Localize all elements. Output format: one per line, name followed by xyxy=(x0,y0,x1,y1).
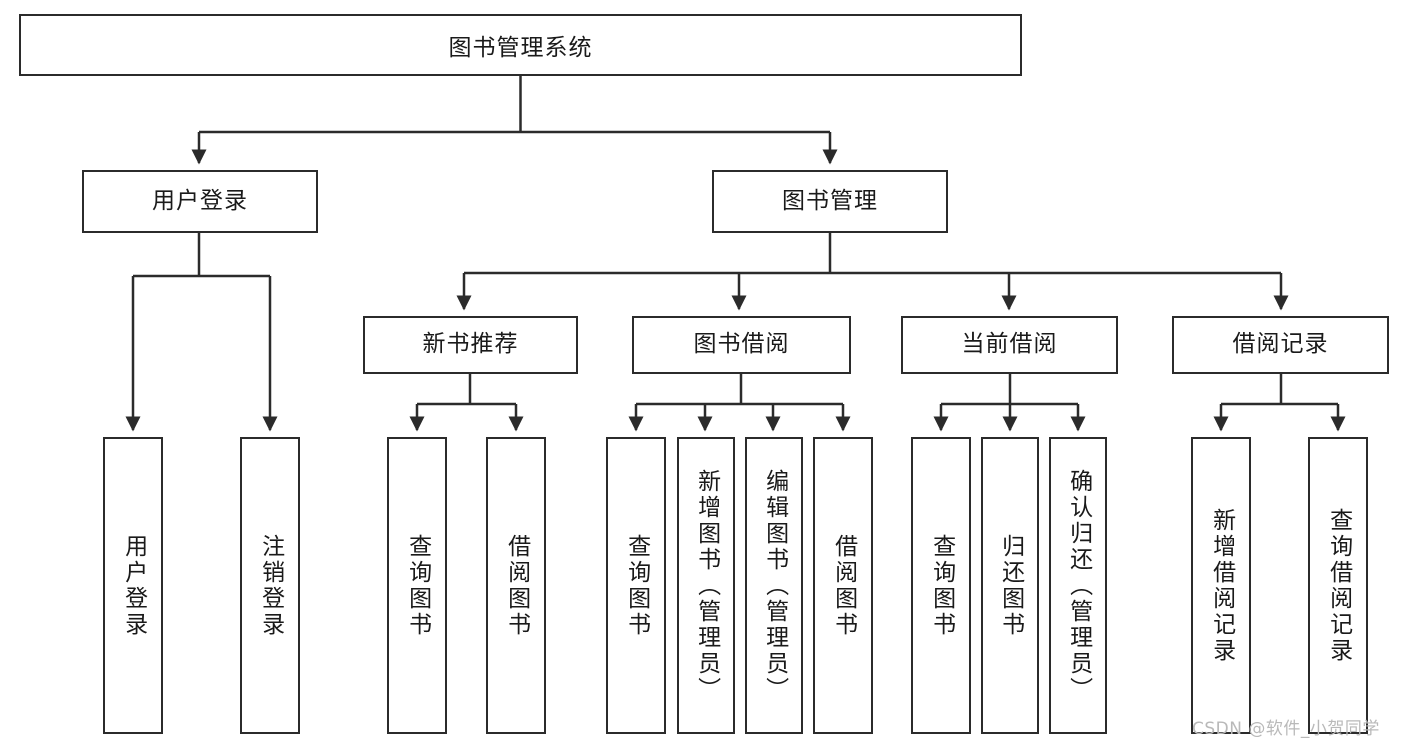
node-book-manage-label: 图书管理 xyxy=(782,187,878,214)
node-new-book-recommend-label: 新书推荐 xyxy=(422,331,519,358)
node-leaf-add-book[interactable]: 新增图书（管理员） xyxy=(677,437,735,734)
node-leaf-query-record-label: 查询借阅记录 xyxy=(1325,507,1352,664)
node-leaf-confirm-return-label: 确认归还（管理员） xyxy=(1065,468,1092,703)
node-current-borrow[interactable]: 当前借阅 xyxy=(901,316,1118,374)
node-user-login[interactable]: 用户登录 xyxy=(82,170,318,233)
node-book-borrow-label: 图书借阅 xyxy=(693,331,790,358)
node-root[interactable]: 图书管理系统 xyxy=(19,14,1022,76)
node-leaf-add-book-label: 新增图书（管理员） xyxy=(693,468,720,703)
node-user-login-label: 用户登录 xyxy=(152,187,248,214)
node-root-label: 图书管理系统 xyxy=(448,35,593,61)
node-leaf-query-book-2[interactable]: 查询图书 xyxy=(606,437,666,734)
node-leaf-confirm-return[interactable]: 确认归还（管理员） xyxy=(1049,437,1107,734)
node-leaf-query-book-1-label: 查询图书 xyxy=(404,533,431,638)
node-leaf-borrow-book-2[interactable]: 借阅图书 xyxy=(813,437,873,734)
node-leaf-edit-book-label: 编辑图书（管理员） xyxy=(761,468,788,703)
node-leaf-borrow-book-1[interactable]: 借阅图书 xyxy=(486,437,546,734)
node-leaf-user-login-label: 用户登录 xyxy=(120,533,147,638)
node-leaf-return-book[interactable]: 归还图书 xyxy=(981,437,1039,734)
node-leaf-add-record[interactable]: 新增借阅记录 xyxy=(1191,437,1251,734)
node-leaf-query-book-2-label: 查询图书 xyxy=(623,533,650,638)
node-leaf-query-record[interactable]: 查询借阅记录 xyxy=(1308,437,1368,734)
node-leaf-add-record-label: 新增借阅记录 xyxy=(1208,507,1235,664)
node-book-manage[interactable]: 图书管理 xyxy=(712,170,948,233)
node-new-book-recommend[interactable]: 新书推荐 xyxy=(363,316,578,374)
node-borrow-record-label: 借阅记录 xyxy=(1232,331,1329,358)
node-leaf-logout-login[interactable]: 注销登录 xyxy=(240,437,300,734)
node-leaf-edit-book[interactable]: 编辑图书（管理员） xyxy=(745,437,803,734)
csdn-watermark: CSDN @软件_小贺同学 xyxy=(1192,719,1380,739)
node-borrow-record[interactable]: 借阅记录 xyxy=(1172,316,1389,374)
node-leaf-query-book-3[interactable]: 查询图书 xyxy=(911,437,971,734)
node-leaf-return-book-label: 归还图书 xyxy=(997,533,1024,638)
node-current-borrow-label: 当前借阅 xyxy=(961,331,1058,358)
node-leaf-user-login[interactable]: 用户登录 xyxy=(103,437,163,734)
node-leaf-query-book-3-label: 查询图书 xyxy=(928,533,955,638)
node-leaf-query-book-1[interactable]: 查询图书 xyxy=(387,437,447,734)
node-leaf-logout-login-label: 注销登录 xyxy=(257,533,284,638)
node-book-borrow[interactable]: 图书借阅 xyxy=(632,316,851,374)
node-leaf-borrow-book-1-label: 借阅图书 xyxy=(503,533,530,638)
node-leaf-borrow-book-2-label: 借阅图书 xyxy=(830,533,857,638)
